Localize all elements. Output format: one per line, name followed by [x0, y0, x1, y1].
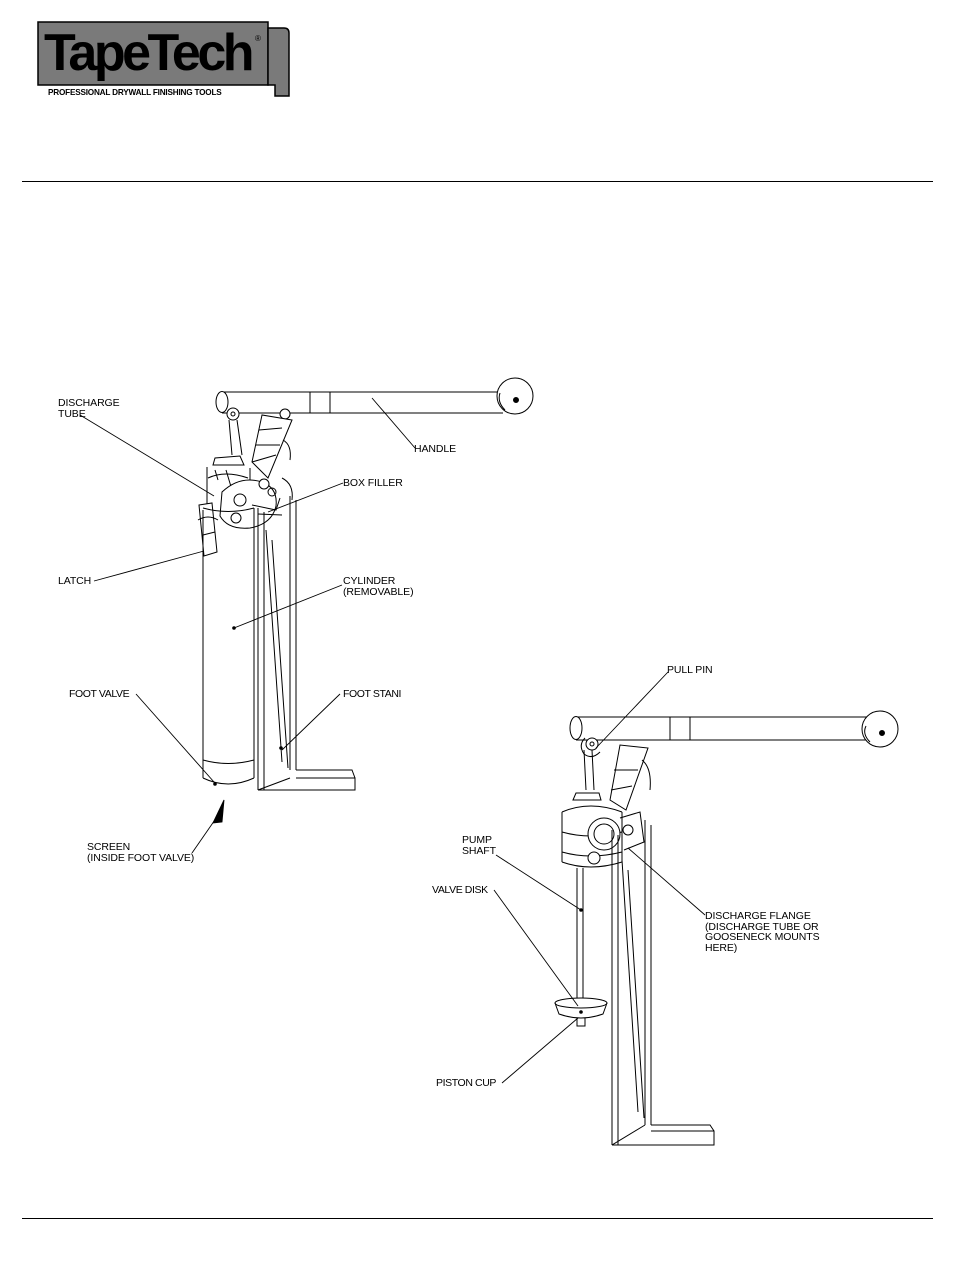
label-pull-pin: PULL PIN [667, 665, 713, 676]
label-handle: HANDLE [414, 444, 456, 455]
label-foot-valve: FOOT VALVE [69, 689, 129, 700]
label-piston-cup: PISTON CUP [436, 1078, 496, 1089]
label-discharge-flange: DISCHARGE FLANGE (DISCHARGE TUBE OR GOOS… [705, 911, 820, 953]
label-cylinder: CYLINDER (REMOVABLE) [343, 576, 413, 597]
right-leader-lines [494, 672, 705, 1083]
left-leader-lines [80, 398, 415, 853]
label-valve-disk: VALVE DISK [432, 885, 488, 896]
label-latch: LATCH [58, 576, 91, 587]
label-box-filler: BOX FILLER [343, 478, 403, 489]
label-pump-shaft: PUMP SHAFT [462, 835, 496, 856]
label-foot-stand: FOOT STANI [343, 689, 403, 700]
label-discharge-tube: DISCHARGE TUBE [58, 398, 120, 419]
label-screen: SCREEN (INSIDE FOOT VALVE) [87, 842, 194, 863]
